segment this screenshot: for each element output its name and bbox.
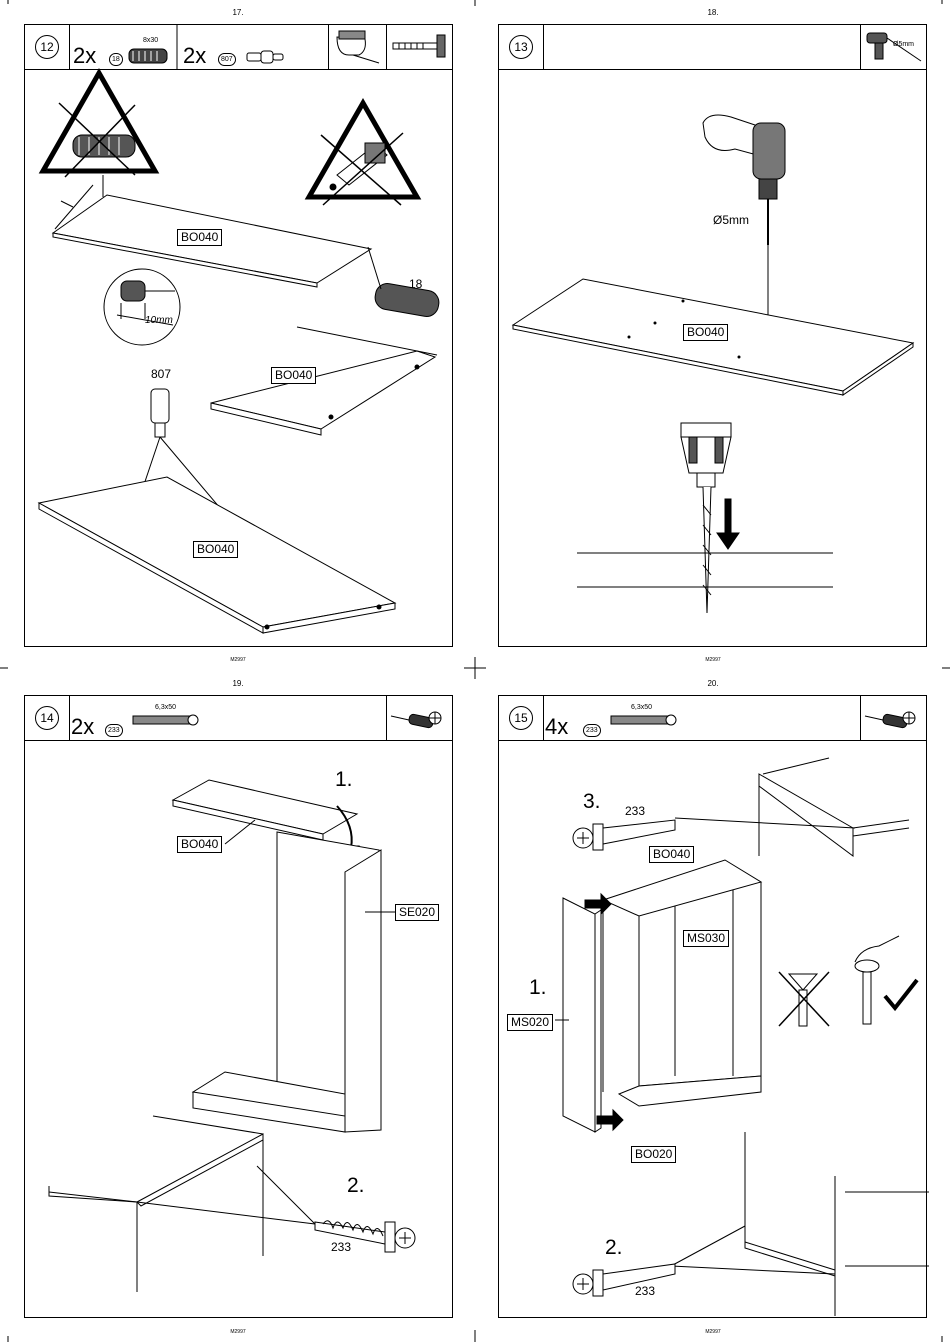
page-footer: M2997 [208,657,268,663]
screw-233-icon [315,1221,415,1252]
peg-label: 807 [151,367,171,381]
page-number: 19. [208,679,268,688]
incorrect-screw-icon [779,972,829,1026]
part-label-ms020: MS020 [507,1014,553,1031]
page-footer: M2997 [683,657,743,663]
step-marker-2: 2. [347,1174,365,1198]
page-number: 17. [208,8,268,17]
step-marker-2: 2. [605,1236,623,1260]
instruction-panel-step-14: 14 2x 233 6,3x50 [24,695,453,1318]
warning-no-dowel-icon [43,73,155,177]
part-label-bo020: BO020 [631,1146,676,1163]
depth-stop-icon [681,423,731,613]
step-14-drawing [25,696,454,1319]
step-15-drawing [499,696,928,1319]
part-label-ms030: MS030 [683,930,729,947]
part-label-se020: SE020 [395,904,439,921]
drill-diameter-label: Ø5mm [713,213,749,227]
page-footer: M2997 [208,1329,268,1335]
step-12-drawing [25,25,454,648]
instruction-panel-step-13: 13 Ø5mm [498,24,927,647]
dowel-label: 18 [409,277,422,291]
instruction-panel-step-12: 12 2x 18 8x30 2x 807 [24,24,453,647]
page-footer: M2997 [683,1329,743,1335]
page-number: 20. [683,679,743,688]
step-marker-3: 3. [583,790,601,814]
depth-dimension: 10mm [145,315,173,326]
instruction-panel-step-15: 15 4x 233 6,3x50 [498,695,927,1318]
screw-label: 233 [331,1240,351,1254]
step-marker-1: 1. [335,768,353,792]
part-label-bo040: BO040 [683,324,728,341]
part-label-bo040: BO040 [177,229,222,246]
part-label-bo040: BO040 [193,541,238,558]
step-marker-1: 1. [529,976,547,1000]
part-label-bo040: BO040 [271,367,316,384]
screw-233-icon [573,1264,675,1296]
screw-label: 233 [635,1284,655,1298]
part-label-bo040: BO040 [649,846,694,863]
part-label-bo040: BO040 [177,836,222,853]
screw-label: 233 [625,804,645,818]
correct-screw-icon [855,936,917,1024]
down-arrow-icon [717,499,739,549]
warning-no-glue-icon [309,103,417,205]
page-number: 18. [683,8,743,17]
